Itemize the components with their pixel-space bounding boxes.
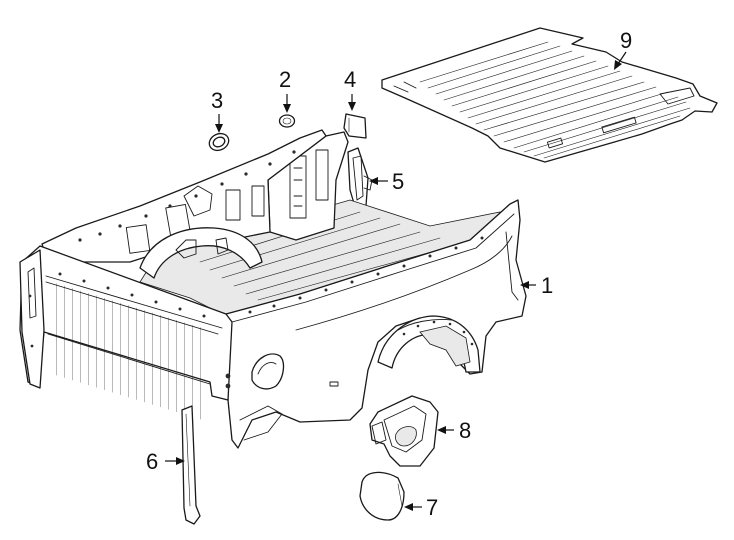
callout-8: 8 bbox=[437, 418, 471, 443]
part-8-fuel-pocket bbox=[369, 395, 439, 467]
part-1-box-assembly bbox=[19, 129, 527, 449]
callout-7: 7 bbox=[404, 495, 438, 520]
callout-6: 6 bbox=[146, 449, 185, 474]
callout-1: 1 bbox=[520, 273, 553, 298]
callout-2-label: 2 bbox=[279, 67, 291, 92]
callout-6-label: 6 bbox=[146, 449, 158, 474]
callout-4-label: 4 bbox=[344, 67, 356, 92]
callout-3-label: 3 bbox=[211, 88, 223, 113]
part-3-grommet bbox=[208, 132, 230, 152]
callout-7-label: 7 bbox=[426, 495, 438, 520]
part-5-bracket bbox=[347, 147, 373, 213]
callout-9-label: 9 bbox=[620, 28, 632, 53]
callout-3: 3 bbox=[211, 88, 223, 133]
callout-9: 9 bbox=[614, 28, 632, 70]
part-7-fuel-door bbox=[359, 471, 405, 521]
callout-5-label: 5 bbox=[392, 169, 404, 194]
callout-4: 4 bbox=[344, 67, 356, 111]
callout-1-label: 1 bbox=[541, 273, 553, 298]
part-9-bed-liner bbox=[381, 27, 718, 163]
callout-5: 5 bbox=[369, 169, 404, 194]
part-2-plug bbox=[278, 114, 296, 128]
part-4-cover bbox=[343, 113, 367, 139]
callout-8-label: 8 bbox=[459, 418, 471, 443]
callout-2: 2 bbox=[279, 67, 291, 113]
part-6-pillar-trim bbox=[181, 405, 201, 525]
